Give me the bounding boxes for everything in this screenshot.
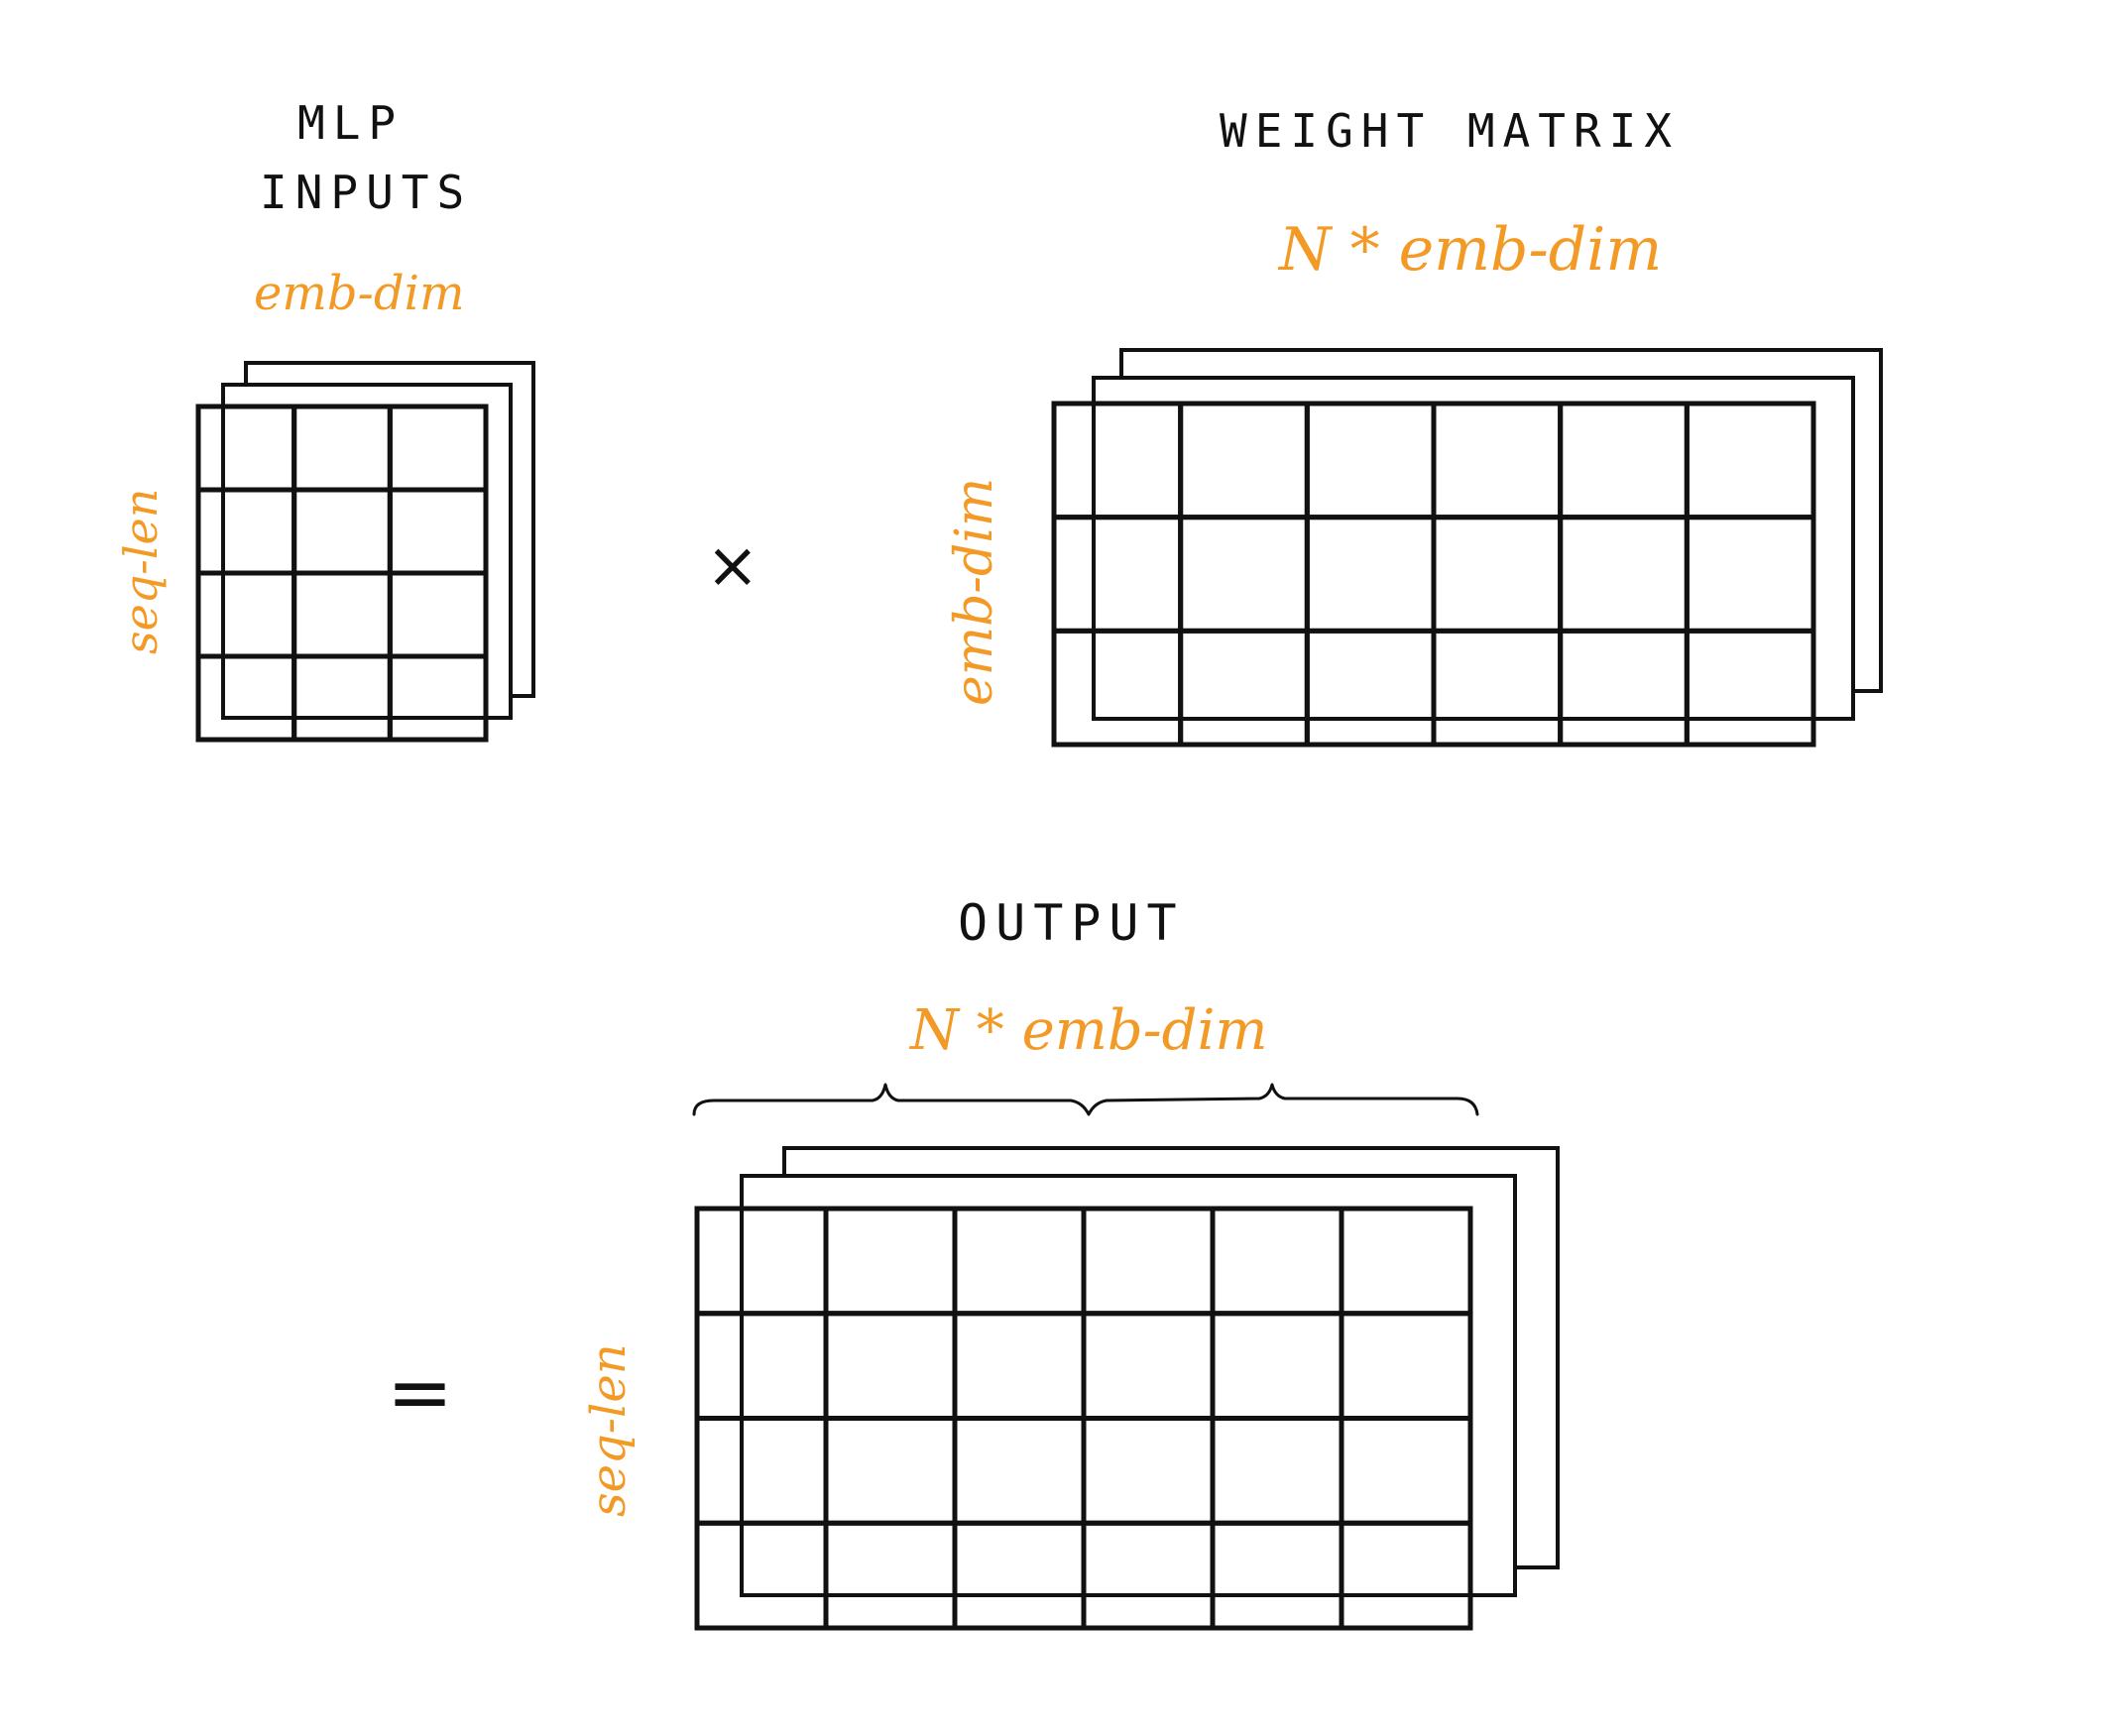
output-col-label: N * emb-dim xyxy=(908,998,1267,1063)
weights-block: WEIGHT MATRIX N * emb-dim emb-dim xyxy=(945,104,1883,748)
weights-matrix xyxy=(1051,348,1883,748)
inputs-middle-sheet xyxy=(221,383,513,720)
inputs-cell xyxy=(387,653,489,743)
output-matrix xyxy=(694,1146,1560,1631)
weights-row-label: emb-dim xyxy=(945,478,1004,706)
inputs-col-label: emb-dim xyxy=(254,266,464,321)
inputs-matrix xyxy=(195,361,535,743)
output-middle-sheet xyxy=(740,1174,1517,1597)
output-title: OUTPUT xyxy=(958,894,1185,952)
output-block: OUTPUT N * emb-dim seq-len xyxy=(581,894,1560,1631)
inputs-title-line1: MLP xyxy=(297,96,404,150)
equals-operator: = xyxy=(387,1346,453,1439)
inputs-row-label: seq-len xyxy=(114,489,168,654)
weights-title: WEIGHT MATRIX xyxy=(1220,104,1680,158)
multiply-operator: × xyxy=(706,529,759,603)
weights-col-label: N * emb-dim xyxy=(1277,215,1662,285)
inputs-block: MLP INPUTS emb-dim seq-len xyxy=(114,96,535,743)
weights-middle-sheet xyxy=(1092,376,1855,721)
inputs-title-line2: INPUTS xyxy=(260,166,472,219)
output-cell xyxy=(1339,1520,1473,1631)
weights-cell xyxy=(1684,628,1816,748)
output-brace xyxy=(692,1083,1479,1116)
output-row-label: seq-len xyxy=(581,1343,637,1517)
